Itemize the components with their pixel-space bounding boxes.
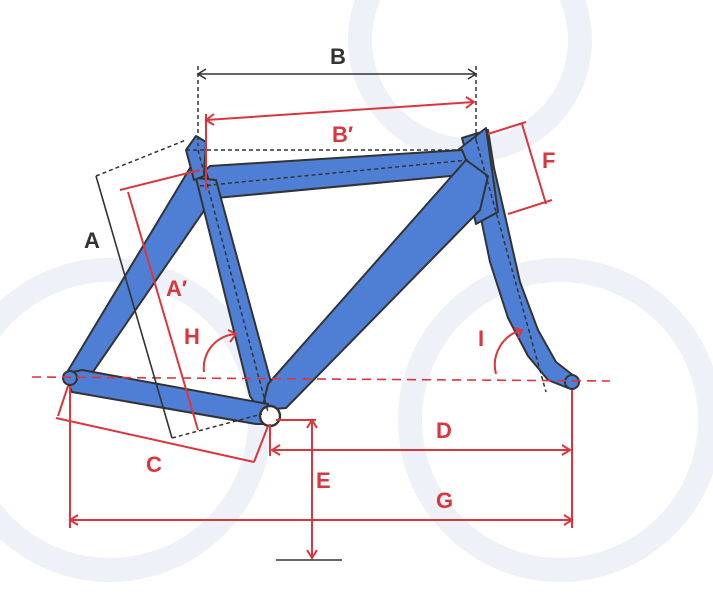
dimension-A-prime-ext-top	[119, 169, 201, 191]
dimension-D-arrow-right	[561, 444, 572, 456]
axle-reference-line	[31, 376, 611, 382]
dimension-B-prime-line	[205, 101, 475, 121]
dimension-B-prime-arrow-right	[465, 96, 476, 109]
frame-centerlines	[186, 139, 547, 413]
dimension-C: C	[55, 385, 269, 477]
angle-H-arc	[202, 333, 237, 373]
down-tube	[261, 159, 489, 411]
dimension-F: F	[487, 121, 555, 215]
angle-I: I	[478, 326, 524, 375]
dimension-E: E	[276, 418, 342, 561]
dimension-C-ext-left	[57, 385, 69, 417]
dimension-C-ext-right	[253, 425, 269, 463]
dimension-A-prime-line	[127, 191, 199, 431]
label-C: C	[146, 452, 162, 477]
dimension-A-ext-top	[95, 139, 187, 177]
label-H: H	[184, 324, 200, 349]
label-I: I	[478, 326, 484, 351]
label-B: B	[330, 44, 346, 69]
dimension-A-line	[95, 175, 173, 439]
dimension-B: B	[196, 44, 478, 146]
label-F: F	[542, 148, 555, 173]
dimension-F-line	[521, 123, 547, 205]
centerline-top-tube	[199, 159, 469, 187]
label-A-prime: A′	[166, 276, 187, 301]
dimension-D-arrow-left	[270, 444, 281, 456]
label-G: G	[436, 488, 453, 513]
label-B-prime: B′	[332, 122, 353, 147]
bicycle-frame	[62, 127, 580, 428]
dimension-F-ext-bottom	[507, 199, 553, 215]
bottom-bracket	[258, 404, 282, 428]
ghost-wheel-right	[398, 258, 713, 582]
dimension-G: G	[68, 386, 574, 528]
dimension-A: A	[84, 139, 263, 439]
centerline-steering-axis	[475, 139, 547, 393]
angle-I-arc	[493, 329, 523, 375]
dimension-A-ext-bottom	[171, 413, 263, 439]
angle-H-arrow	[227, 329, 238, 343]
ghost-wheel-top	[348, 0, 592, 162]
centerline-seat-tube	[197, 149, 269, 413]
label-E: E	[316, 468, 331, 493]
angle-H: H	[184, 324, 238, 373]
dimension-B-prime: B′	[204, 96, 476, 190]
dimension-C-line	[55, 417, 255, 463]
label-A: A	[84, 228, 100, 253]
dimension-F-ext-top	[487, 121, 527, 135]
dimension-A-prime: A′	[119, 169, 201, 431]
dimension-D: D	[269, 418, 572, 456]
angle-I-arrow	[513, 327, 524, 339]
fork-dropout	[564, 374, 580, 390]
dimension-E-arrow-bottom	[306, 549, 318, 560]
top-tube	[195, 149, 473, 201]
label-D: D	[436, 418, 452, 443]
